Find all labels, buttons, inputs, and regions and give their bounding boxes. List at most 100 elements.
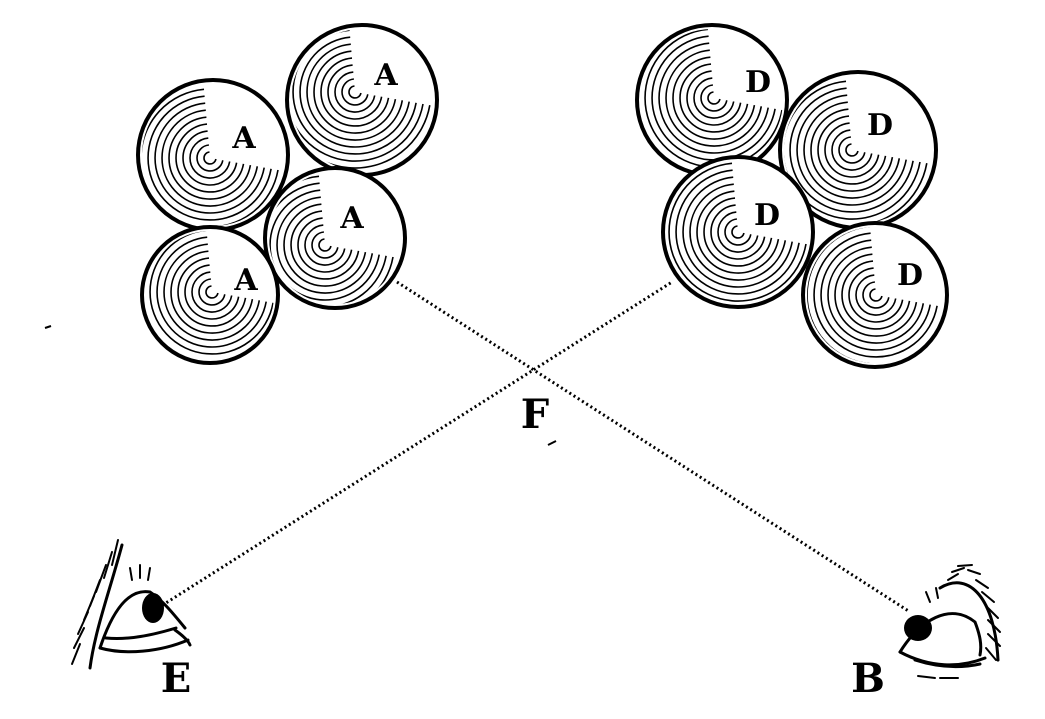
ball-d-bottom: D	[801, 221, 949, 369]
stray-mark	[44, 325, 52, 329]
sight-line-b-to-a	[396, 280, 911, 614]
ball-ring	[348, 85, 362, 99]
ball-label: A	[339, 201, 364, 236]
ball-ring	[848, 267, 904, 323]
ball-ring	[827, 246, 925, 344]
ball-ring	[191, 271, 233, 313]
left-eye-iris	[142, 593, 164, 623]
ball-ring	[869, 288, 883, 302]
ball-ring	[341, 78, 369, 106]
ball-ring	[855, 274, 897, 316]
sight-line-e-to-d	[157, 280, 673, 610]
ball-ring	[813, 232, 938, 358]
ball-ring	[796, 94, 907, 206]
ball-label: A	[231, 121, 256, 156]
ball-ring	[198, 278, 226, 306]
ball-ring	[838, 136, 866, 164]
ball-ring	[724, 218, 752, 246]
ball-ring	[700, 84, 728, 112]
ball-ring	[170, 250, 254, 334]
ball-ring	[820, 239, 931, 351]
ball-ring	[831, 129, 873, 171]
ball-ring	[320, 57, 390, 127]
ball-ring	[803, 101, 901, 199]
ball-ring	[182, 130, 238, 186]
ball-group-a: A A A A	[136, 23, 439, 365]
ball-ring	[703, 197, 773, 267]
ball-group-d: D D D D	[635, 23, 949, 369]
left-eye-icon	[71, 539, 192, 670]
ball-label: D	[745, 65, 771, 100]
ball-ring	[679, 63, 749, 133]
ball-ring	[297, 217, 353, 273]
ball-ring	[710, 204, 766, 260]
ball-outline	[136, 78, 290, 232]
ball-ring	[175, 123, 245, 193]
ball-ring	[665, 49, 763, 147]
ball-ring	[189, 137, 231, 179]
ball-ring	[311, 231, 339, 259]
ball-ring	[283, 203, 367, 287]
ball-ring	[147, 95, 272, 221]
ball-ring	[205, 285, 219, 299]
ball-label: D	[897, 258, 923, 293]
ball-ring	[290, 210, 360, 280]
ball-ring	[313, 50, 397, 134]
ball-outline	[661, 155, 815, 309]
ball-ring	[810, 108, 894, 192]
ball-ring	[156, 236, 267, 348]
left-eye-label: E	[161, 655, 192, 702]
ball-ring	[686, 70, 742, 126]
ball-ring	[689, 183, 787, 281]
ball-outline	[263, 166, 407, 310]
ball-ring	[789, 87, 914, 213]
ball-ring	[817, 115, 887, 185]
ball-ring	[334, 71, 376, 113]
ball-ring	[196, 144, 224, 172]
ball-a-left: A	[136, 78, 290, 232]
ball-ring	[154, 102, 265, 214]
ball-ring	[834, 253, 918, 337]
ball-ring	[731, 225, 745, 239]
ball-ring	[824, 122, 880, 178]
ball-ring	[276, 196, 374, 294]
ball-outline	[285, 23, 439, 177]
right-eye-label: B	[851, 655, 885, 702]
sight-lines	[157, 280, 911, 614]
ball-ring	[306, 43, 404, 141]
right-eye-icon	[898, 564, 1001, 679]
ball-ring	[161, 109, 259, 207]
ball-ring	[682, 176, 793, 288]
ball-ring	[149, 231, 274, 355]
ball-label: D	[867, 108, 893, 143]
ball-ring	[318, 238, 332, 252]
right-eye-iris	[904, 615, 932, 641]
ball-ring	[845, 143, 859, 157]
ball-ring	[696, 190, 780, 274]
ball-ring	[327, 64, 383, 120]
ball-ring	[707, 91, 721, 105]
crossing-mark	[547, 440, 557, 446]
ball-d-center: D	[661, 155, 815, 309]
ball-ring	[693, 77, 735, 119]
ball-ring	[675, 169, 800, 295]
ball-ring	[184, 264, 240, 320]
ball-label: A	[233, 263, 258, 298]
ball-ring	[304, 224, 346, 266]
ball-ring	[668, 162, 807, 302]
ball-ring	[658, 42, 769, 154]
ball-ring	[717, 211, 759, 253]
ball-label: A	[373, 58, 398, 93]
ball-ring	[841, 260, 911, 330]
ball-ring	[672, 56, 756, 140]
ball-ring	[203, 151, 217, 165]
ball-a-center: A	[263, 166, 407, 310]
ball-ring	[168, 116, 252, 200]
crossing-point-label: F	[521, 391, 549, 438]
ball-ring	[177, 257, 247, 327]
ball-ring	[862, 281, 890, 309]
ball-ring	[651, 35, 776, 161]
ball-ring	[163, 243, 261, 341]
ball-ring	[644, 29, 783, 168]
